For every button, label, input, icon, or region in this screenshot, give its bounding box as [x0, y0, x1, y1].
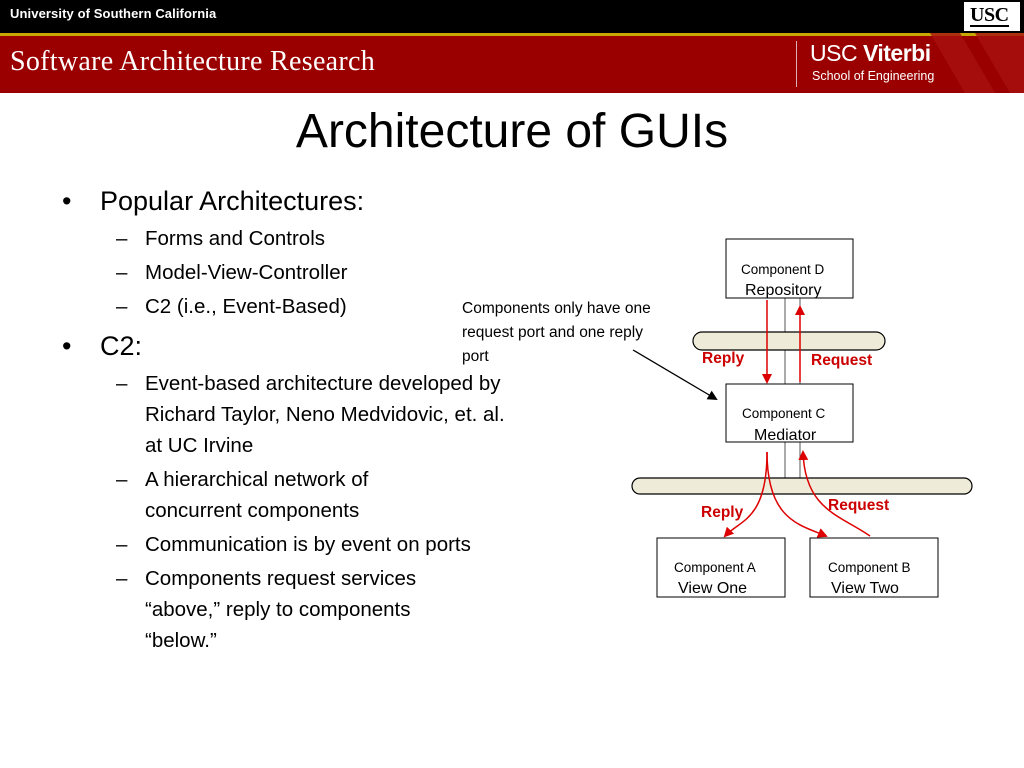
usc-logo: USC	[970, 4, 1009, 27]
band-divider	[796, 41, 797, 87]
viterbi-name: Viterbi	[862, 40, 931, 66]
sub-bullet-item: –A hierarchical network of concurrent co…	[56, 464, 456, 526]
sub-bullet-list: –Forms and Controls –Model-View-Controll…	[56, 223, 526, 322]
sub-bullet-text: Components request services “above,” rep…	[145, 567, 417, 652]
dash-glyph: –	[116, 468, 128, 491]
bullet-text: Popular Architectures:	[100, 186, 365, 216]
upper-reply-label: Reply	[702, 350, 745, 367]
dash-glyph: –	[116, 295, 128, 318]
sub-bullet-text: Communication is by event on ports	[145, 533, 471, 556]
sub-bullet-text: Model-View-Controller	[145, 261, 348, 284]
upper-connector	[692, 331, 886, 351]
viterbi-subtitle: School of Engineering	[812, 69, 935, 83]
dash-glyph: –	[116, 567, 128, 590]
component-c-role: Mediator	[754, 427, 817, 444]
component-b-role: View Two	[831, 580, 899, 597]
component-a-name: Component A	[674, 560, 756, 575]
diagram-note: Components only have one request port an…	[462, 300, 651, 365]
lower-reply-arrow-b	[766, 451, 828, 538]
viterbi-usc: USC	[810, 40, 858, 66]
lower-request-label: Request	[828, 497, 890, 514]
sub-bullet-item: –Model-View-Controller	[56, 257, 526, 288]
sub-bullet-list: –Event-based architecture developed by R…	[56, 368, 526, 656]
dash-glyph: –	[116, 372, 128, 395]
slide-title: Architecture of GUIs	[295, 105, 729, 158]
band-stripe	[0, 33, 1024, 36]
bullet-glyph: •	[62, 186, 72, 216]
sub-bullet-item: –C2 (i.e., Event-Based)	[56, 291, 526, 322]
viterbi-logo: USC Viterbi	[810, 40, 931, 67]
sub-bullet-item: –Communication is by event on ports	[56, 529, 476, 560]
component-a-role: View One	[678, 580, 748, 597]
top-bar: University of Southern California	[0, 0, 1024, 33]
upper-request-label: Request	[811, 352, 873, 369]
sub-bullet-item: –Components request services “above,” re…	[56, 563, 476, 656]
bullet-item: • C2:	[56, 328, 526, 364]
lower-request-arrow	[798, 450, 871, 537]
title-band: Software Architecture Research USC Viter…	[0, 33, 1024, 93]
sub-bullet-text: C2 (i.e., Event-Based)	[145, 295, 347, 318]
component-d-name: Component D	[741, 262, 825, 277]
component-c-name: Component C	[742, 406, 826, 421]
bullet-glyph: •	[62, 331, 72, 361]
sub-bullet-item: –Event-based architecture developed by R…	[56, 368, 506, 461]
dash-glyph: –	[116, 533, 128, 556]
bullet-item: • Popular Architectures:	[56, 183, 526, 219]
sub-bullet-text: Forms and Controls	[145, 227, 326, 250]
bullet-text: C2:	[100, 331, 143, 361]
sub-bullet-text: Event-based architecture developed by Ri…	[145, 372, 505, 457]
band-title: Software Architecture Research	[10, 46, 376, 77]
lower-connector	[631, 477, 973, 495]
component-b-name: Component B	[828, 560, 911, 575]
lower-reply-label: Reply	[701, 504, 744, 521]
dash-glyph: –	[116, 227, 128, 250]
component-d-role: Repository	[745, 282, 822, 299]
band-decoration	[930, 33, 1024, 93]
sub-bullet-text: A hierarchical network of concurrent com…	[145, 468, 369, 522]
bullet-list: • Popular Architectures: –Forms and Cont…	[56, 183, 526, 662]
dash-glyph: –	[116, 261, 128, 284]
lower-reply-arrow-a	[723, 451, 768, 538]
sub-bullet-item: –Forms and Controls	[56, 223, 526, 254]
university-name: University of Southern California	[10, 6, 217, 21]
